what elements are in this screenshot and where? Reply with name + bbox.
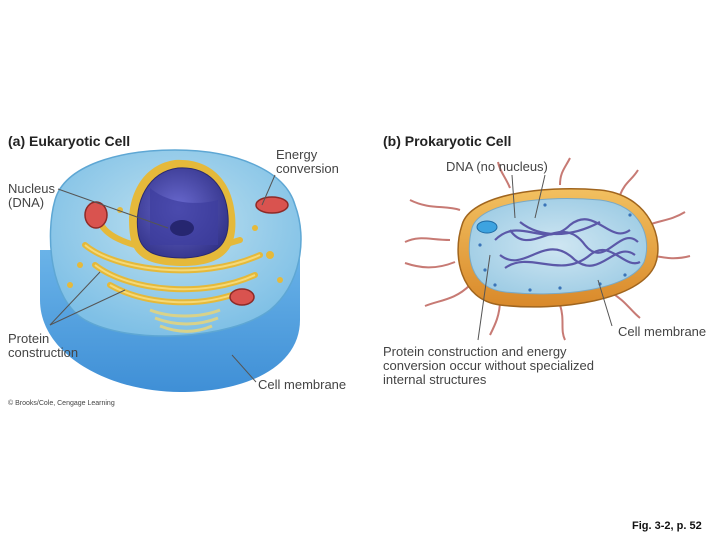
label-protein-energy: Protein construction and energy conversi…: [383, 344, 594, 387]
label-energy-conversion: Energy conversion: [276, 147, 339, 176]
plasmid: [476, 220, 498, 234]
label-prokaryote-membrane: Cell membrane: [618, 324, 707, 339]
prokaryotic-cell: [404, 157, 691, 341]
nucleus: [129, 159, 236, 266]
label-protein-construction: Protein construction: [8, 331, 79, 360]
panel-b-title: (b) Prokaryotic Cell: [383, 133, 512, 149]
eukaryotic-cell: [40, 149, 302, 392]
credit-line: © Brooks/Cole, Cengage Learning: [8, 400, 115, 407]
label-dna-no-nucleus: DNA (no nucleus): [446, 159, 548, 174]
label-nucleus: Nucleus (DNA): [8, 181, 55, 210]
panel-a-title: (a) Eukaryotic Cell: [8, 133, 131, 149]
dna-strand: [494, 218, 641, 269]
golgi-apparatus: [149, 308, 221, 333]
prokaryote-leader-lines: [477, 174, 613, 341]
figure-caption: Fig. 3-2, p. 52: [632, 520, 702, 532]
mitochondrion: [84, 196, 289, 306]
eukaryote-leader-lines: [49, 174, 276, 383]
label-eukaryote-membrane: Cell membrane: [258, 377, 347, 392]
